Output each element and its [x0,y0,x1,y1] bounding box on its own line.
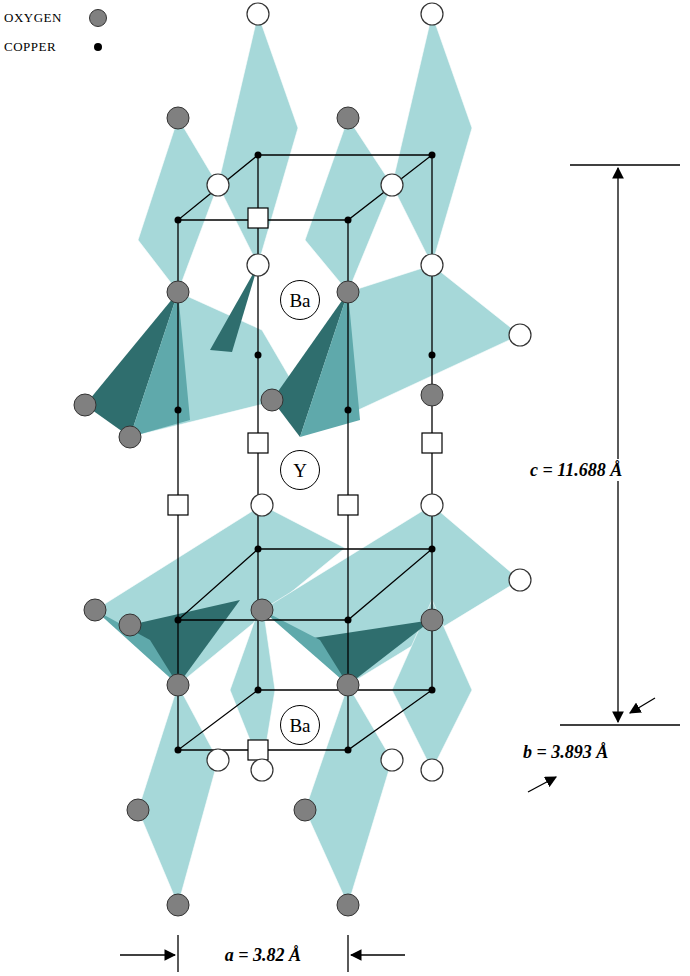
copper-atom [175,617,182,624]
copper-atom [429,546,436,553]
oxygen-atom [167,281,189,303]
copper-atom [345,407,352,414]
copper-atom [175,217,182,224]
open-oxygen-atom [381,749,403,771]
oxygen-atom [74,107,443,916]
polyhedron-mid-faces [95,610,178,685]
open-oxygen-atom [247,3,269,25]
legend-swatch [89,9,107,27]
atom-circle: Ba [280,280,320,320]
dimension-label: a = 3.82 Å [222,944,304,967]
copper-atom [345,217,352,224]
open-oxygen-atom [421,3,443,25]
copper-atom [429,352,436,359]
open-oxygen-atom [207,749,229,771]
vacancy-square [338,495,358,515]
copper-atom [429,152,436,159]
legend-text: OXYGEN [4,11,62,25]
polyhedron-mid-faces [262,610,348,685]
legend-swatch [94,43,102,51]
open-oxygen-atom [421,494,443,516]
polyhedron-mid-faces [130,292,190,437]
copper-oxygen-polyhedra [218,14,298,265]
vacancy-square [422,433,442,453]
vacancy-square [248,208,268,228]
atom-symbol: Ba [289,291,310,310]
dimension-label: b = 3.893 Å [520,741,611,764]
open-oxygen-atom [509,569,531,591]
oxygen-atom [167,894,189,916]
open-oxygen-atom [381,174,403,196]
dimension-lines [528,777,556,792]
copper-oxygen-polyhedra [130,292,300,437]
copper-atom [255,546,262,553]
copper-oxygen-polyhedra [262,505,520,685]
oxygen-atom [294,799,316,821]
atom-symbol: Y [293,461,307,480]
copper-oxygen-polyhedra [300,265,520,437]
open-oxygen-atom [247,254,269,276]
atom-symbol: Ba [289,716,310,735]
oxygen-atom [127,799,149,821]
copper-atom [255,352,262,359]
oxygen-atom [119,426,141,448]
oxygen-atom [261,389,283,411]
oxygen-atom [337,894,359,916]
open-oxygen-atom [251,494,273,516]
copper-atom [345,617,352,624]
open-oxygen-atom [421,254,443,276]
unit-cell-edges [178,690,432,750]
oxygen-atom [337,281,359,303]
open-oxygen-atom [421,759,443,781]
oxygen-atom [119,614,141,636]
dimension-lines [177,935,178,972]
oxygen-atom [421,609,443,631]
open-oxygen-atom [509,324,531,346]
open-oxygen-atom [251,759,273,781]
copper-oxygen-polyhedra [95,14,520,905]
atom-circle: Y [280,450,320,490]
oxygen-atom [337,107,359,129]
copper-atom [175,152,436,754]
polyhedron-dark-faces [210,265,258,352]
dimension-lines [630,698,655,713]
unit-cell-edges [178,549,432,620]
vacancy-square [248,740,268,760]
oxygen-atom [74,394,96,416]
dimension-lines [347,935,348,972]
oxygen-atom [84,599,106,621]
open-oxygen-atom [207,3,531,781]
vacancy-square [168,495,188,515]
copper-oxygen-polyhedra [230,600,275,770]
dimension-lines [570,164,680,165]
oxygen-atom [167,674,189,696]
copper-atom [345,747,352,754]
unit-cell-edges [178,155,432,220]
dimension-label: c = 11.688 Å [527,459,625,482]
copper-atom [175,407,182,414]
dimension-lines [351,954,405,955]
copper-atom [429,687,436,694]
copper-atom [255,152,262,159]
open-oxygen-atom [207,174,229,196]
copper-atom [255,687,262,694]
legend-text: COPPER [4,40,56,54]
unit-cell-edges [178,155,432,750]
oxygen-atom [251,599,273,621]
dimension-lines [120,165,680,972]
copper-atom [175,747,182,754]
vacancy-square [168,208,442,760]
oxygen-atom [167,107,189,129]
oxygen-atom [421,384,443,406]
polyhedron-mid-faces [95,292,360,685]
dimension-lines [120,954,175,955]
oxygen-atom [337,674,359,696]
dimension-lines [560,724,680,725]
vacancy-square [248,433,268,453]
atom-circle: Ba [280,705,320,745]
dimension-lines [617,168,618,722]
